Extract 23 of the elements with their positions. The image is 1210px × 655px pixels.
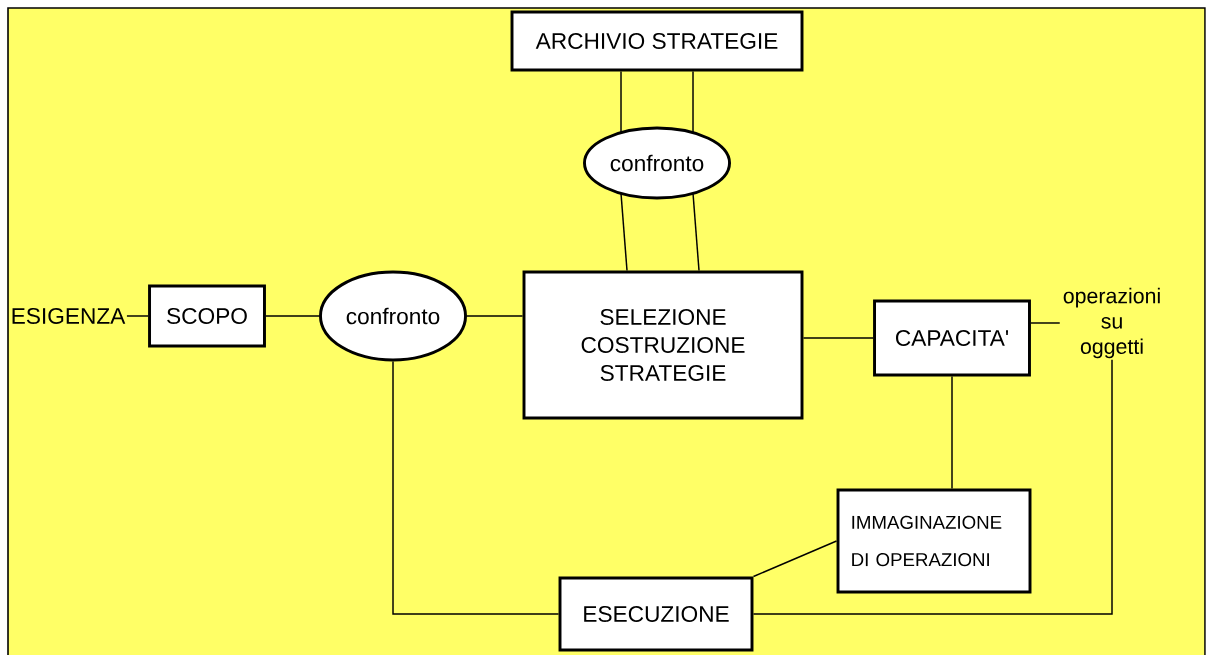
connector-line bbox=[1030, 322, 1061, 324]
connector-line bbox=[466, 315, 524, 317]
text-label: ESIGENZA bbox=[12, 307, 126, 325]
box-node: SELEZIONE COSTRUZIONE STRATEGIE bbox=[522, 270, 804, 420]
connector-line bbox=[802, 337, 874, 339]
connector-line bbox=[752, 359, 1113, 615]
connector-line bbox=[951, 375, 953, 490]
connector-line bbox=[692, 192, 700, 272]
connector-line bbox=[620, 70, 622, 134]
connector-line bbox=[265, 315, 320, 317]
text-label: operazioni su oggetti bbox=[1063, 287, 1160, 359]
box-node: SCOPO bbox=[148, 284, 266, 348]
box-node: IMMAGINAZIONE DI OPERAZIONI bbox=[836, 488, 1032, 594]
ellipse-node: confronto bbox=[319, 270, 467, 362]
connector-line bbox=[392, 360, 560, 615]
connector-line bbox=[620, 192, 628, 272]
connector-line bbox=[752, 540, 838, 578]
ellipse-node: confronto bbox=[583, 126, 731, 200]
box-node: ARCHIVIO STRATEGIE bbox=[510, 10, 804, 72]
connector-line bbox=[692, 70, 694, 134]
box-node: ESECUZIONE bbox=[558, 576, 754, 652]
connector-line bbox=[126, 315, 149, 317]
box-node: CAPACITA' bbox=[873, 299, 1031, 377]
